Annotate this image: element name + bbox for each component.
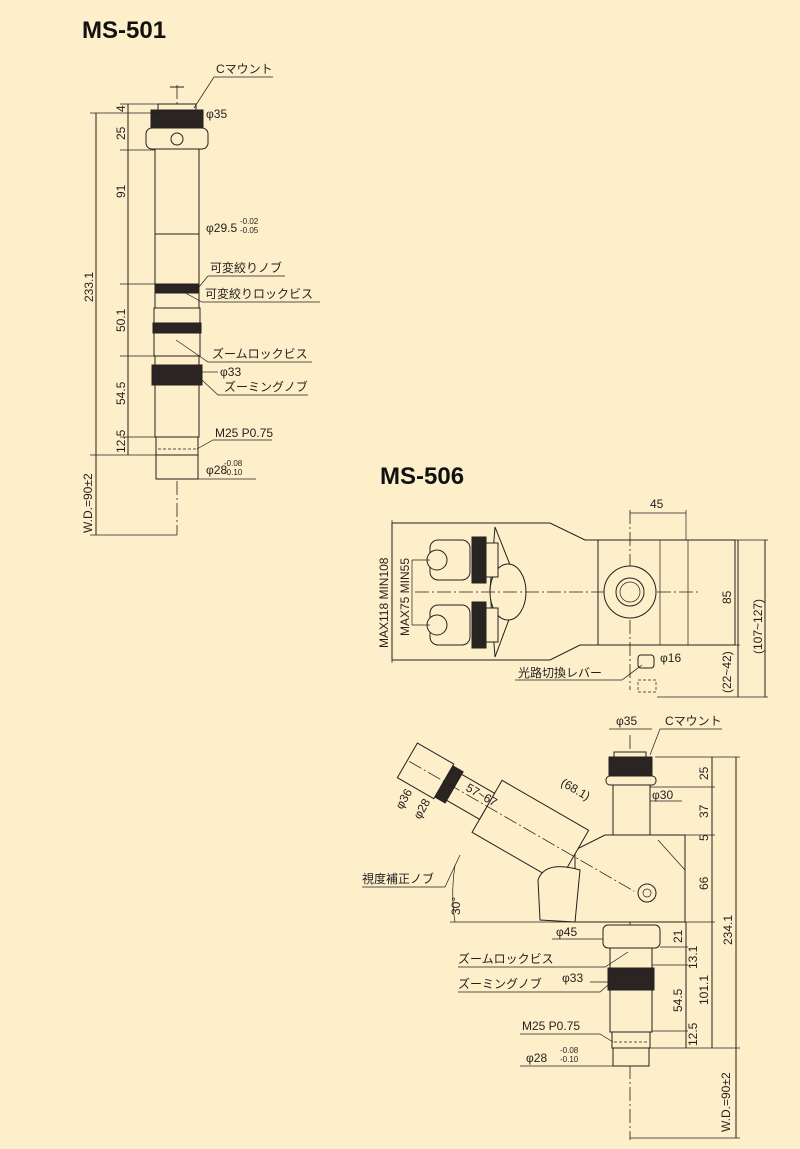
tol-lower: -0.05	[240, 226, 259, 235]
dim-45: 45	[650, 497, 664, 511]
dim-234-1: 234.1	[721, 915, 735, 945]
label-thread: M25 P0.75	[522, 1019, 580, 1033]
dim-101-1: 101.1	[697, 975, 711, 1005]
dim-4: 4	[114, 105, 128, 112]
label-phi30: φ30	[652, 788, 673, 802]
tol-upper: -0.02	[240, 217, 259, 226]
label-diopter-knob: 視度補正ノブ	[362, 871, 434, 886]
dim-22-42: (22~42)	[720, 651, 734, 693]
light-path-lever	[637, 654, 655, 669]
zoom-body	[153, 307, 201, 324]
label-phi33: φ33	[562, 971, 583, 985]
label-phi33: φ33	[220, 365, 241, 379]
label-phi28: φ28	[206, 463, 227, 477]
dim-233-1: 233.1	[82, 272, 96, 302]
label-zooming-knob: ズーミングノブ	[458, 976, 542, 991]
dim-12-5: 12.5	[686, 1022, 700, 1046]
label-iris-knob: 可変絞りノブ	[210, 260, 282, 275]
label-lever: 光路切換レバー	[518, 665, 602, 680]
camera-port	[603, 565, 657, 619]
label-phi45: φ45	[556, 925, 577, 939]
c-mount-ring	[150, 109, 204, 129]
dim-wd: W.D.=90±2	[81, 473, 95, 533]
dim-12-5: 12.5	[114, 429, 128, 453]
label-c-mount: Cマウント	[216, 62, 273, 76]
prism-body	[574, 834, 686, 923]
iris-knob	[154, 283, 200, 294]
dim-max118: MAX118 MIN108	[377, 557, 391, 648]
zooming-knob	[151, 364, 203, 386]
eyepiece-lower	[426, 601, 499, 649]
dim-max75: MAX75 MIN55	[398, 558, 412, 636]
dim-37: 37	[697, 804, 711, 818]
dim-107-127: (107~127)	[751, 599, 765, 654]
ms506-top-view: 45 85 (107~127) (22~42) MAX118 MIN108 MA…	[377, 497, 768, 698]
label-c-mount: Cマウント	[665, 714, 722, 728]
dim-25: 25	[697, 766, 711, 780]
dim-21: 21	[671, 929, 685, 943]
label-phi35: φ35	[616, 714, 637, 728]
dim-91: 91	[114, 184, 128, 198]
label-angle-30: 30°	[449, 897, 463, 915]
ms501-drawing: MS-501 4 25 91 233.1	[81, 17, 320, 536]
dim-5: 5	[697, 834, 711, 841]
ms501-title: MS-501	[82, 17, 166, 44]
dim-wd: W.D.=90±2	[719, 1072, 733, 1132]
label-iris-lock-screw: 可変絞りロックビス	[205, 286, 313, 301]
label-phi28-eye: φ28	[410, 796, 433, 822]
dim-68-1: (68.1)	[559, 775, 593, 803]
dim-54-5: 54.5	[114, 381, 128, 405]
label-thread: M25 P0.75	[215, 426, 273, 440]
label-phi29-5: φ29.5	[206, 221, 237, 235]
c-mount-ring	[608, 756, 653, 778]
dim-25: 25	[114, 126, 128, 140]
dim-85: 85	[720, 590, 734, 604]
upper-tube	[612, 784, 651, 836]
label-zoom-lock-screw: ズームロックビス	[458, 951, 554, 966]
tol-upper: -0.08	[560, 1046, 579, 1055]
ms506-title: MS-506	[380, 463, 464, 490]
dim-13-1: 13.1	[686, 945, 700, 969]
tol-upper: -0.08	[224, 459, 243, 468]
dim-54-5: 54.5	[671, 988, 685, 1012]
label-zooming-knob: ズーミングノブ	[224, 379, 308, 394]
label-phi16: φ16	[660, 651, 681, 665]
label-phi35: φ35	[206, 107, 227, 121]
tol-lower: -0.10	[560, 1055, 579, 1064]
upper-tube	[154, 148, 200, 285]
inclined-binocular-tube	[396, 742, 635, 892]
dim-66: 66	[697, 876, 711, 890]
phi45-ring	[602, 924, 661, 949]
label-zoom-lock-screw: ズームロックビス	[212, 346, 308, 361]
dim-50-1: 50.1	[114, 308, 128, 332]
zooming-knob	[607, 967, 655, 991]
ms506-side-view: 25 37 5 66 234.1 21 13.1 101.1 54.5 12.5…	[362, 714, 740, 1140]
objective-tip	[155, 454, 199, 480]
eyepiece-upper	[426, 536, 499, 584]
label-phi36: φ36	[392, 786, 415, 812]
label-phi28: φ28	[526, 1051, 547, 1065]
tol-lower: -0.10	[224, 468, 243, 477]
